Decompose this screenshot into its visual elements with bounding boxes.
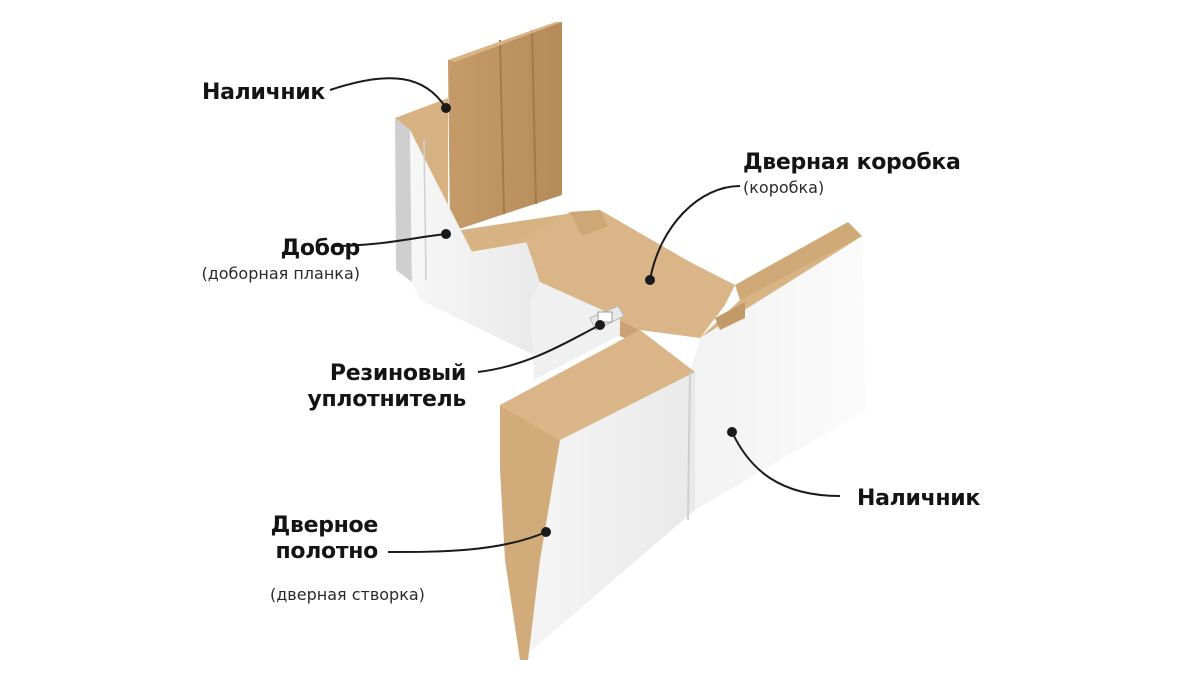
label-door-leaf: Дверное полотно (220, 513, 379, 566)
top-casing (448, 22, 562, 232)
leader-lines (329, 77, 841, 553)
right-casing (690, 222, 866, 510)
label-door-frame: Дверная коробка (коробка) (743, 150, 961, 198)
label-rubber-seal-line1: Резиновый (329, 361, 466, 386)
dot-casing-right (727, 427, 737, 437)
leader-door-leaf (387, 531, 547, 553)
leader-extension (331, 233, 447, 247)
label-casing-right-main: Наличник (857, 486, 981, 511)
leader-casing-top (329, 77, 447, 109)
extension-top-edge (395, 98, 584, 252)
dot-seal (595, 320, 605, 330)
label-door-leaf-line2: полотно (275, 539, 378, 565)
door-leaf (500, 330, 695, 660)
label-door-frame-sub: (коробка) (743, 178, 825, 198)
leader-frame (649, 185, 741, 281)
label-door-frame-main: Дверная коробка (743, 150, 961, 175)
label-casing-top: Наличник (202, 80, 325, 106)
label-casing-right: Наличник (857, 486, 980, 512)
leader-casing-right (731, 431, 841, 497)
anchor-dots (441, 103, 737, 537)
label-extension-main: Добор (280, 236, 361, 261)
leader-seal (477, 324, 601, 373)
label-door-leaf-sub: (дверная створка) (270, 585, 425, 604)
label-door-leaf-line1: Дверное (270, 513, 379, 538)
label-rubber-seal: Резиновый уплотнитель (290, 361, 466, 414)
label-extension-sub: (доборная планка) (201, 264, 360, 284)
label-door-leaf-sub-wrap: (дверная створка) (270, 583, 425, 604)
dot-door-leaf (541, 527, 551, 537)
frame-white-face (530, 282, 620, 380)
label-extension: Добор (доборная планка) (160, 236, 360, 284)
door-frame-top (525, 210, 735, 338)
extension-white-face (410, 130, 540, 358)
dot-casing-top (441, 103, 451, 113)
label-casing-top-main: Наличник (202, 80, 326, 105)
label-rubber-seal-line2: уплотнитель (307, 387, 466, 413)
dot-extension (441, 229, 451, 239)
dot-frame (645, 275, 655, 285)
